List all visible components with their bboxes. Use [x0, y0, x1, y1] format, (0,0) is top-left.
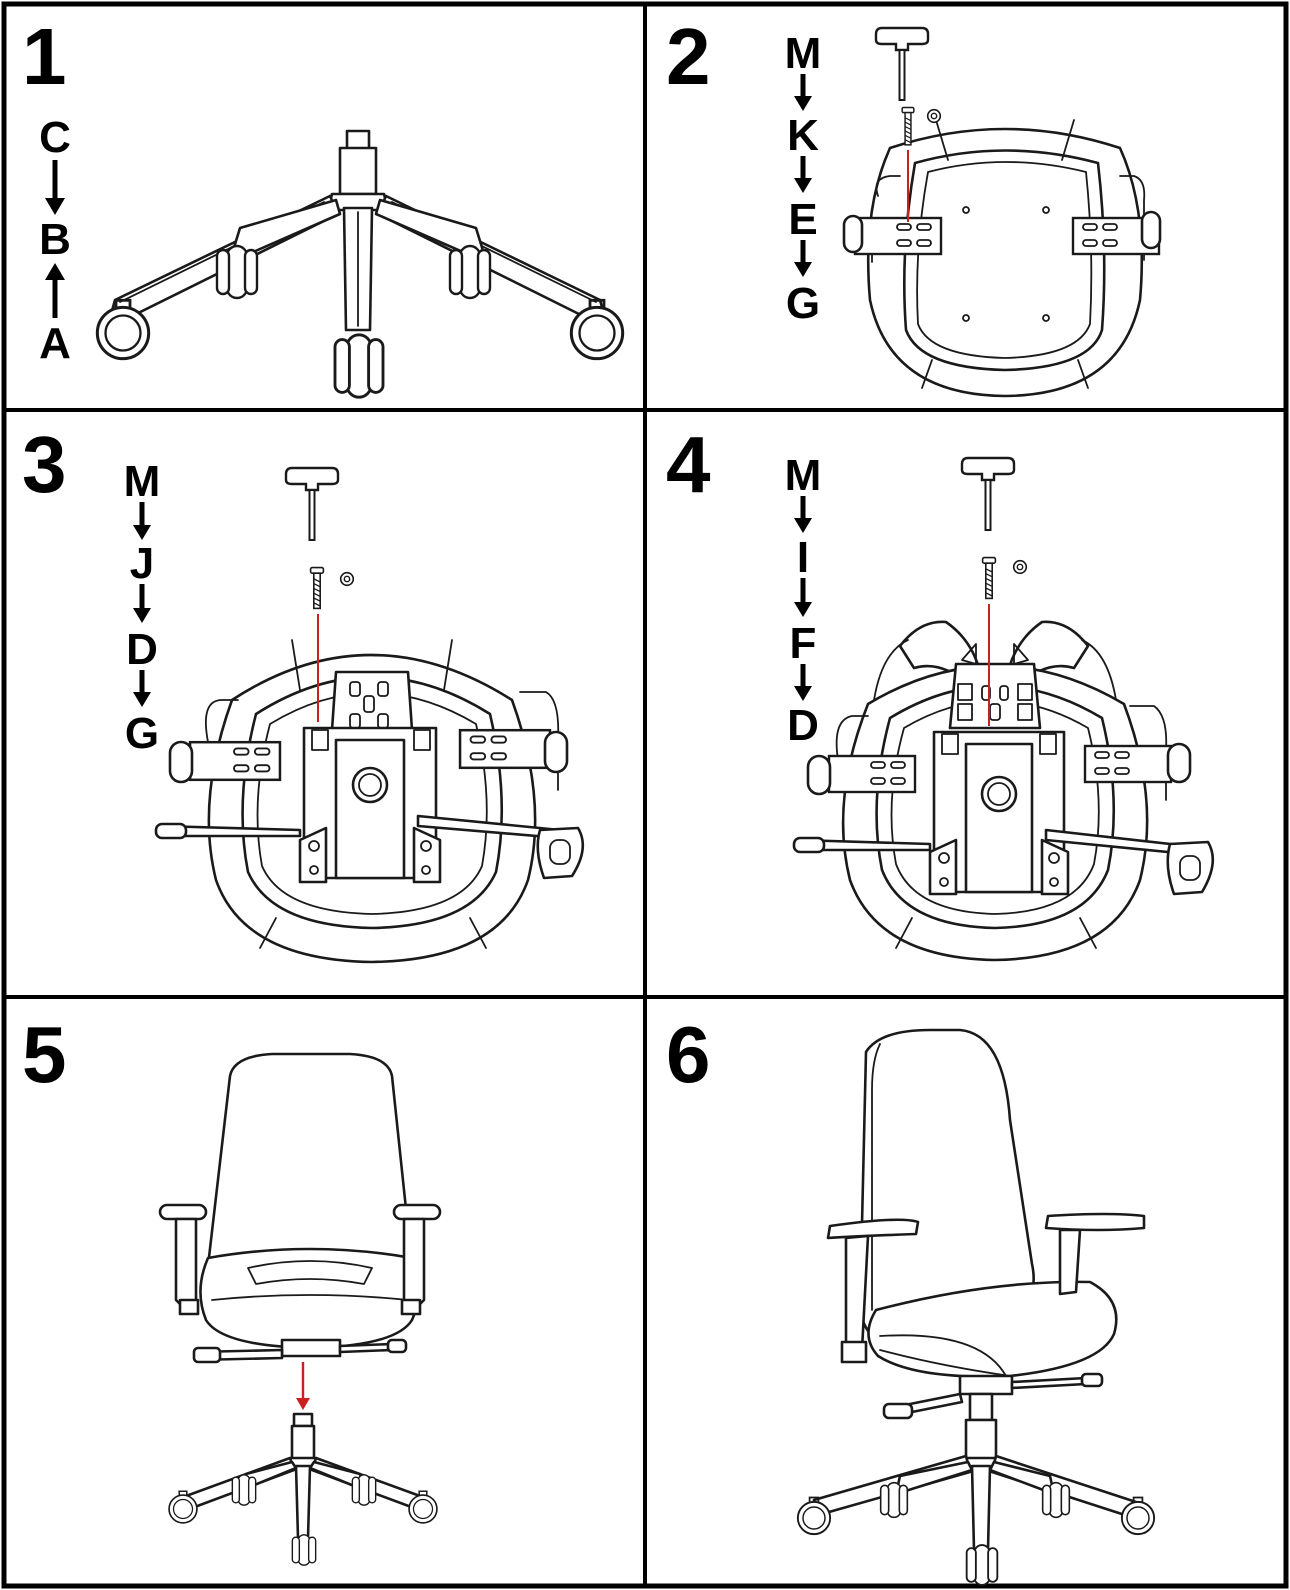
arrow-down-icon: [794, 578, 812, 617]
part-letter: E: [788, 195, 817, 244]
part-letter: G: [125, 709, 159, 758]
step-number: 1: [22, 12, 67, 101]
arrow-down-icon: [133, 670, 151, 707]
part-letter: F: [790, 619, 817, 668]
part-letter: D: [787, 701, 819, 750]
wheelbase-illustration: [95, 129, 625, 399]
step-number: 2: [666, 12, 711, 101]
part-letter: M: [785, 29, 822, 78]
part-letter: M: [785, 451, 822, 500]
step-number: 4: [666, 420, 711, 509]
part-letter: G: [786, 279, 820, 328]
arrow-down-icon: [794, 496, 812, 533]
arrow-down-icon: [794, 156, 812, 193]
part-letter: M: [124, 457, 161, 506]
arrow-down-icon: [133, 502, 151, 540]
seat-bottom-illustration: [842, 26, 1162, 398]
arrow-down-icon: [794, 74, 812, 111]
part-letter: B: [39, 215, 71, 264]
arrow-down-icon: [133, 584, 151, 623]
chair-assembly-illustration: [158, 1052, 442, 1566]
part-letter: A: [39, 319, 71, 368]
step-number: 5: [22, 1010, 67, 1099]
step-number: 6: [666, 1010, 711, 1099]
part-letter: J: [130, 539, 154, 588]
arrow-up-icon: [45, 263, 65, 318]
arrow-down-icon: [794, 240, 812, 277]
step-numbers: 1 2 3 4 5 6: [22, 12, 711, 1099]
part-letter: I: [797, 533, 809, 582]
parts-sequences: C B A M K E G M J D G M I F D: [39, 29, 821, 758]
step-number: 3: [22, 420, 67, 509]
part-letter: K: [787, 111, 819, 160]
part-letter: C: [39, 113, 71, 162]
arrow-down-icon: [45, 160, 65, 215]
seat-mechanism-illustration: [154, 466, 585, 964]
part-letter: D: [126, 625, 158, 674]
backrest-mount-illustration: [792, 456, 1215, 962]
arrow-down-icon: [794, 664, 812, 701]
finished-chair-illustration: [796, 1028, 1156, 1586]
